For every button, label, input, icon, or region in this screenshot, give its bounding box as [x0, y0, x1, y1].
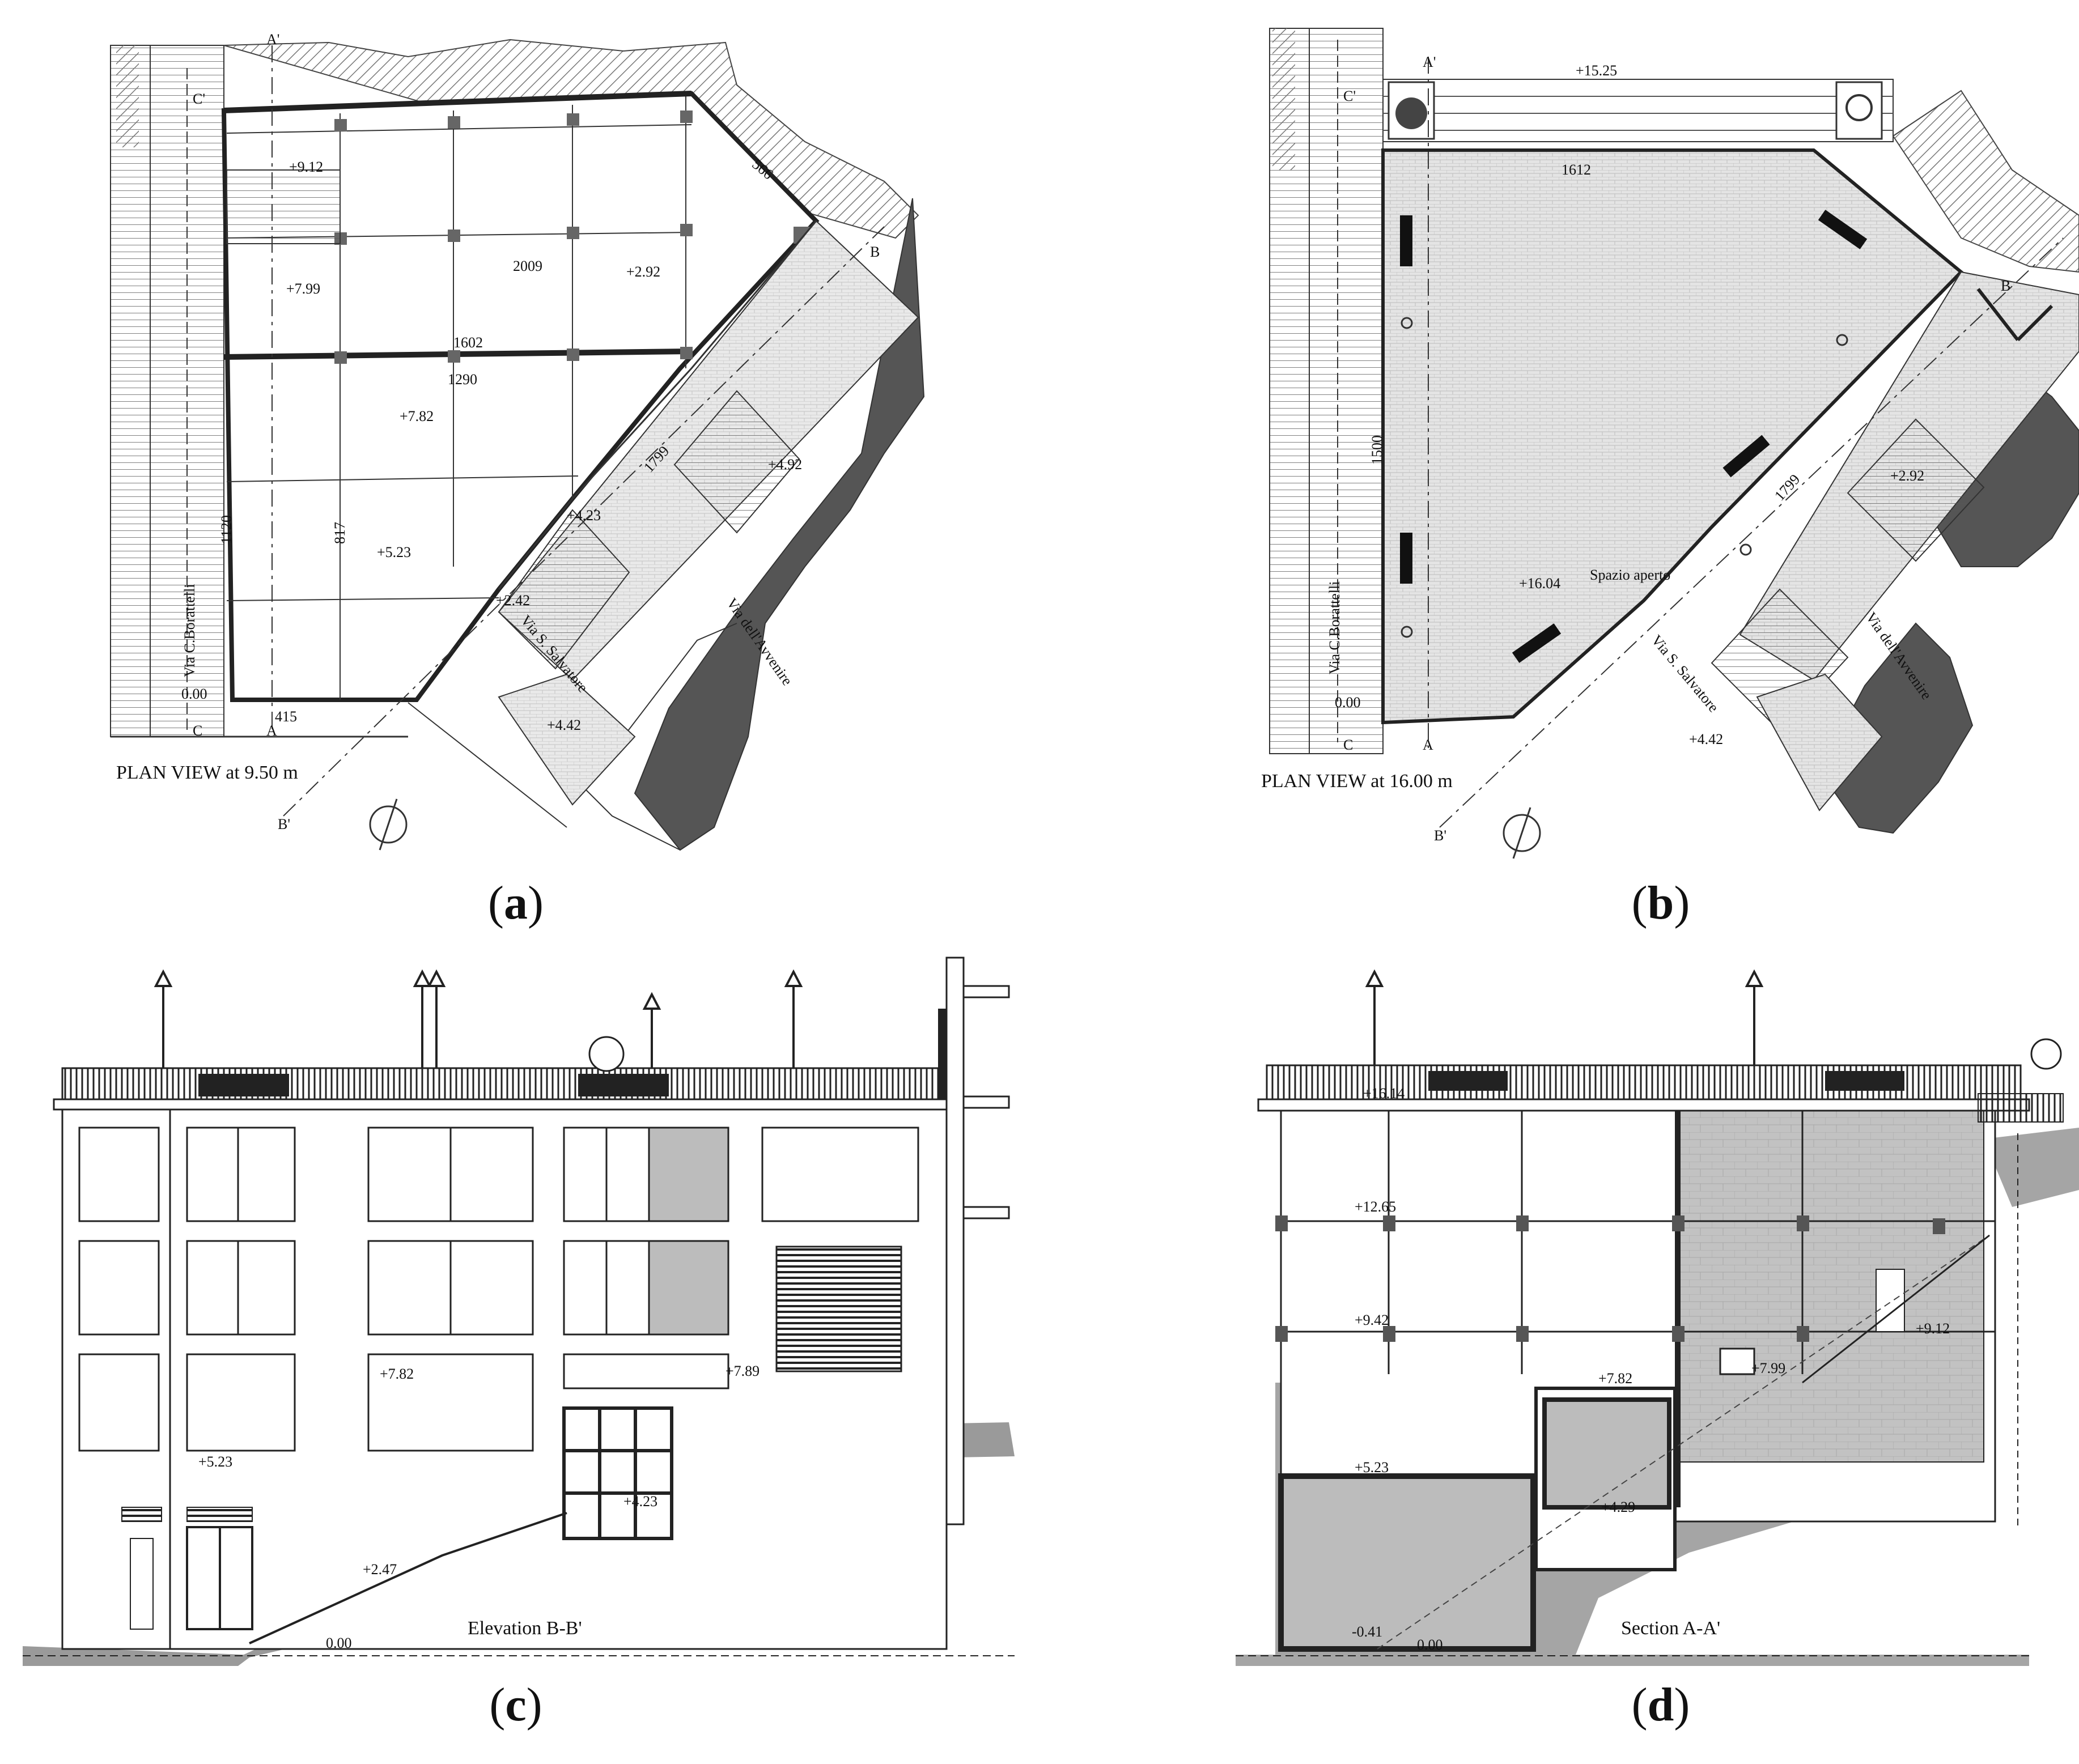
- elevation-label: +2.92: [626, 263, 661, 280]
- section-mark: A': [266, 31, 280, 48]
- street-lamp-icons: [1365, 969, 1764, 1065]
- elevation-label: +9.42: [1355, 1312, 1389, 1328]
- caption-a-letter: a: [504, 877, 528, 929]
- section-drawing: [1236, 969, 2079, 1666]
- panel-a-plan-view: PLAN VIEW at 9.50 m Via C.Borattelli Via…: [0, 0, 1040, 895]
- basement-room: [1278, 1473, 1536, 1652]
- panel-d-section: Section A-A' +16.14 +12.65 +9.42 +9.12 +…: [1236, 941, 2079, 1689]
- elevation-label: +4.42: [547, 717, 582, 733]
- elevation-label: +7.99: [1751, 1360, 1786, 1376]
- elevation-label: 0.00: [1335, 694, 1361, 711]
- caption-b-letter: b: [1647, 877, 1674, 929]
- dimension-label: 1612: [1562, 161, 1591, 178]
- section-mark: B': [1434, 827, 1447, 844]
- section-mark: A: [266, 722, 277, 739]
- caption-c-letter: c: [505, 1678, 527, 1731]
- plan-a-drawing: [110, 39, 925, 851]
- window: [1719, 1348, 1755, 1375]
- plan-a-title: PLAN VIEW at 9.50 m: [116, 762, 298, 783]
- caption-c: (c): [489, 1678, 542, 1731]
- elevation-label: +4.92: [768, 456, 803, 473]
- elevation-drawing: [23, 957, 1015, 1666]
- elevation-label: 0.00: [181, 686, 207, 702]
- garage-shutter: [775, 1246, 902, 1372]
- caption-d: (d): [1631, 1678, 1690, 1731]
- elevation-label: 0.00: [326, 1635, 352, 1651]
- elevation-label: +16.04: [1519, 575, 1561, 592]
- elevation-label: +2.42: [496, 592, 531, 609]
- dimension-label: 1500: [1369, 435, 1385, 465]
- lamp-icon: [1739, 543, 1752, 556]
- bench-icon: [1400, 215, 1412, 266]
- elevation-label: +12.65: [1355, 1198, 1397, 1215]
- section-title: Section A-A': [1621, 1618, 1721, 1639]
- panel-b-plan-view: PLAN VIEW at 16.00 m Spazio aperto Via C…: [1247, 0, 2079, 895]
- street-lamp-icons: [154, 969, 803, 1068]
- plan-b-title: PLAN VIEW at 16.00 m: [1261, 771, 1453, 792]
- bench-icon: [1722, 435, 1770, 478]
- section-mark: B: [2001, 278, 2011, 294]
- elevation-label: +7.82: [1598, 1370, 1633, 1387]
- elevation-label: +9.12: [289, 159, 324, 175]
- section-mark: C': [193, 91, 206, 107]
- elevation-label: +5.23: [377, 544, 411, 560]
- elevation-label: +9.12: [1916, 1320, 1950, 1337]
- lamp-icon: [1401, 317, 1413, 329]
- caption-b: (b): [1631, 877, 1690, 929]
- elevation-label: +5.23: [198, 1453, 233, 1470]
- left-street-stairs: [110, 45, 151, 737]
- lamp-icon: [1401, 626, 1413, 638]
- dimension-label: 415: [275, 708, 297, 725]
- panel-c-elevation: Elevation B-B' +7.82 +7.89 +5.23 +4.23 +…: [0, 941, 1040, 1689]
- elevation-label: +4.42: [1689, 731, 1724, 747]
- caption-d-letter: d: [1647, 1678, 1674, 1731]
- tree-icon: [588, 1036, 625, 1072]
- north-arrow-icon: [1503, 814, 1541, 852]
- elevation-label: +7.99: [286, 280, 321, 297]
- elevation-label: 0.00: [1417, 1637, 1443, 1653]
- elevation-label: -0.41: [1352, 1623, 1383, 1640]
- lamp-icon: [1836, 334, 1848, 346]
- section-mark: C': [1343, 88, 1356, 104]
- glazed-door: [562, 1406, 673, 1540]
- elevation-label: +7.82: [400, 408, 434, 424]
- dimension-label: 817: [332, 522, 348, 544]
- north-arrow-icon: [369, 805, 408, 844]
- elevation-label: +7.89: [725, 1363, 760, 1379]
- plan-b-space-label: Spazio aperto: [1590, 567, 1671, 583]
- section-mark: A: [1423, 737, 1433, 753]
- elevation-label: +15.25: [1576, 62, 1618, 79]
- section-mark: A': [1423, 54, 1436, 70]
- elevation-label: +5.23: [1355, 1459, 1389, 1476]
- dimension-label: 1290: [448, 371, 477, 388]
- elevation-label: +4.23: [567, 507, 601, 524]
- elevation-title: Elevation B-B': [468, 1618, 582, 1639]
- dimension-label: 1602: [453, 334, 483, 351]
- plan-a-street-left: Via C.Borattelli: [181, 584, 198, 677]
- elevation-label: +7.82: [380, 1366, 414, 1382]
- elevation-label: +2.47: [363, 1561, 397, 1578]
- elevation-label: +4.23: [623, 1493, 658, 1510]
- dimension-label: 2009: [513, 258, 542, 274]
- plan-b-drawing: [1269, 28, 2079, 859]
- dimension-label: 1120: [218, 515, 235, 544]
- section-mark: B': [278, 816, 291, 832]
- elevation-label: +16.14: [1363, 1085, 1405, 1102]
- plan-b-street-left: Via C.Borattelli: [1326, 581, 1343, 674]
- elevation-label: +4.29: [1601, 1499, 1636, 1515]
- bench-icon: [1818, 210, 1868, 249]
- bench-icon: [1400, 533, 1412, 584]
- planter-icon: [1845, 94, 1873, 121]
- section-mark: C: [1343, 737, 1354, 753]
- caption-a: (a): [488, 877, 544, 929]
- tree-icon: [2030, 1038, 2062, 1070]
- bench-icon: [1512, 623, 1562, 663]
- section-mark: B: [870, 244, 880, 260]
- elevation-label: +2.92: [1890, 467, 1925, 484]
- section-mark: C: [193, 722, 203, 739]
- planter-icon: [1395, 97, 1427, 129]
